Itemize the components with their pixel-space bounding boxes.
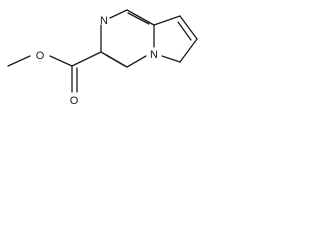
carbonyl-oxygen-label: O [70,95,79,107]
pyrazine-nitrogen-label: N [100,15,108,27]
bond-c7-c6 [179,38,198,63]
structure-canvas: O O N N [0,0,242,132]
bond-c8-c7-inner [177,21,192,41]
bond-c8a-c1-inner [127,12,150,25]
bond-c8a-c8 [153,15,181,26]
atom-labels: O O N N [36,15,158,107]
bond-c6-n5 [161,55,181,63]
molecule-structure: O O N N [7,9,198,107]
ester-oxygen-label: O [36,50,45,62]
bond-c8-c7 [179,15,198,40]
bond-c8a-c1 [126,9,155,26]
bridgehead-nitrogen-label: N [150,49,158,61]
bond-c1-n2 [109,9,128,19]
bond-ester-oxygen-carbonyl-carbon [49,55,73,67]
bond-methyl-ester-oxygen [7,55,31,67]
bond-c3-c4-inner [105,54,126,67]
bonds [7,9,198,93]
bond-c4-n5 [126,55,147,68]
bond-carbonyl-to-ring [71,51,102,67]
